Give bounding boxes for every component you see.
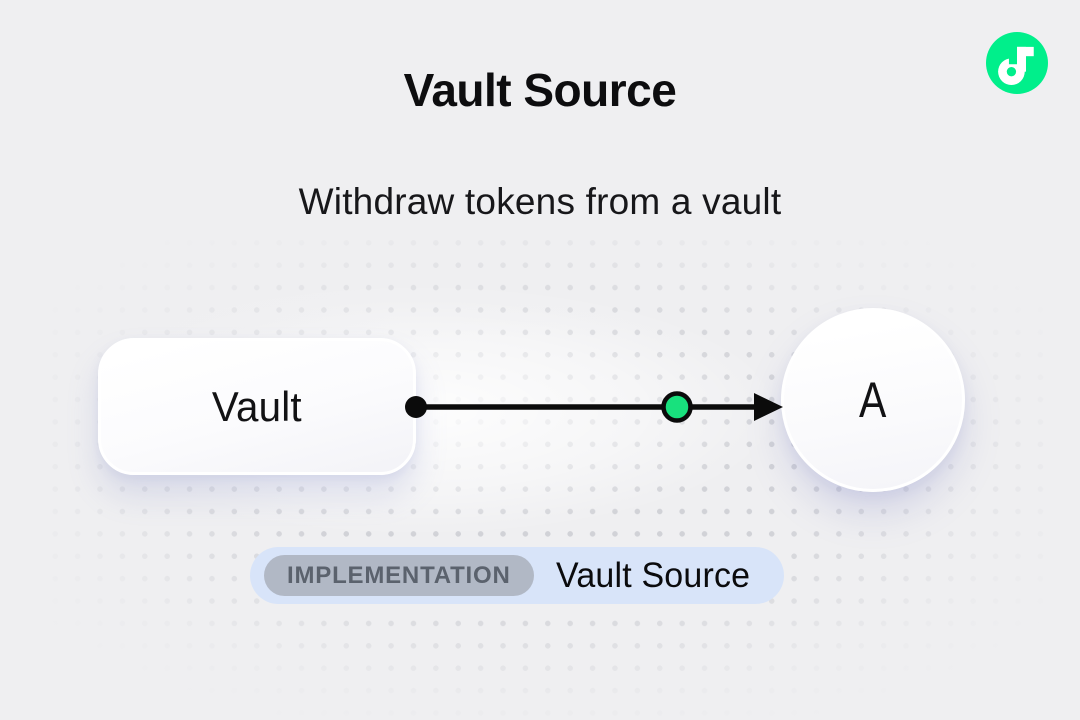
token-dot [661, 391, 693, 423]
flow-logo-svg [986, 32, 1048, 94]
flow-logo-notch [1008, 56, 1017, 65]
flow-logo-topbar [1017, 46, 1034, 57]
implementation-tag: IMPLEMENTATION [264, 555, 534, 596]
transfer-arrow [405, 391, 783, 423]
account-node-label: A [859, 372, 887, 428]
flow-logo-stem [1017, 46, 1026, 72]
implementation-label: Vault Source [555, 555, 750, 595]
page-title: Vault Source [403, 64, 677, 116]
page-subtitle: Withdraw tokens from a vault [298, 181, 782, 222]
arrow-start-dot [405, 396, 427, 418]
vault-node-label: Vault [212, 382, 302, 430]
flow-logo-icon [986, 32, 1048, 94]
implementation-badge: IMPLEMENTATION Vault Source [250, 547, 784, 604]
vault-node: Vault [98, 338, 416, 475]
arrow-head [754, 393, 783, 421]
account-node: A [781, 308, 965, 492]
flow-logo-hole [1006, 67, 1017, 77]
